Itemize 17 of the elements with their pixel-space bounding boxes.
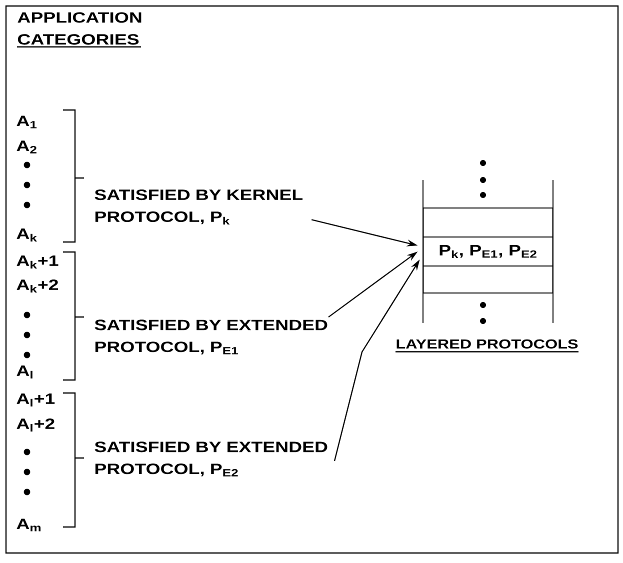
category-label: A$_{k}$+1 [16,256,58,268]
category-label: A$_{1}$ [16,116,37,128]
protocol-text: SATISFIED BY EXTENDED PROTOCOL, P$_{E2}$ [94,442,328,476]
category-label: A$_{k}$+2 [16,279,58,293]
category-label: A$_{l}$+1 [16,394,55,406]
stack-caption: LAYERED PROTOCOLS [396,339,578,349]
category-label: A$_{2}$ [16,140,36,154]
category-label: A$_{k}$ [16,228,37,242]
layer-box [422,208,554,238]
layer-box [422,266,554,294]
category-label: A$_{l}$+2 [16,418,54,432]
protocol-text: SATISFIED BY KERNEL PROTOCOL, P$_{k}$ [94,190,302,224]
category-label: A$_{l}$ [16,366,32,378]
title: APPLICATION CATEGORIES [18,12,142,45]
layer-box: P$_{k}$, P$_{E1}$, P$_{E2}$ [422,236,554,266]
category-label: A$_{m}$ [16,518,40,532]
protocol-text: SATISFIED BY EXTENDED PROTOCOL, P$_{E1}$ [94,320,328,354]
